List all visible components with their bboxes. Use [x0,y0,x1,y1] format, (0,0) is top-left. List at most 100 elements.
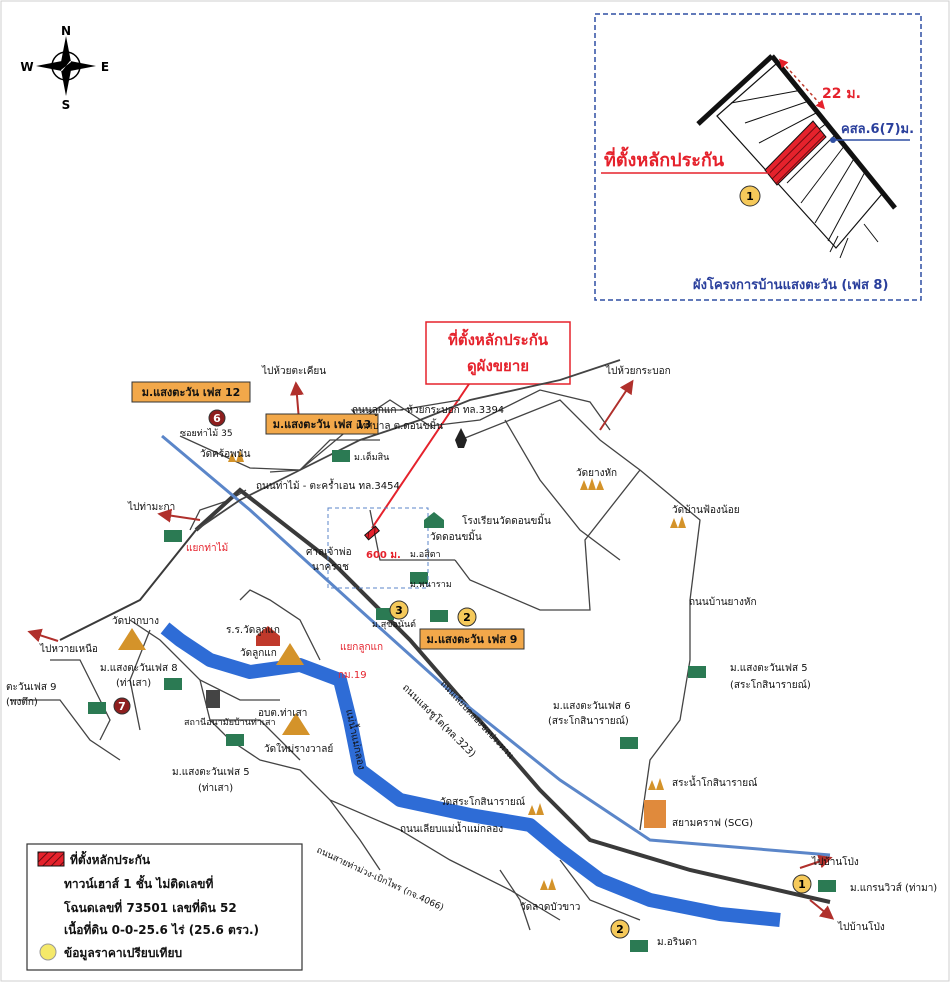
label-yaek-lukkae: แยกลูกแก [340,642,383,653]
marker-3: 3 [389,600,409,620]
school-icon [424,512,444,528]
label-road-3394: ถนนลูกแก - ห้วยกระบอก ทล.3394 [352,404,504,416]
temple-icons [118,450,686,890]
label-phase6-1: ม.แสงตะวันเฟส 6 [553,701,631,712]
svg-text:3: 3 [395,604,403,617]
legend-l3: โฉนดเลขที่ 73501 เลขที่ดิน 52 [63,899,237,915]
collateral-map-marker [364,525,380,541]
marker-6: 6 [208,409,226,427]
label-phase8-2: (ท่าเสา) [116,678,151,689]
label-phase9w-2: (พงตึก) [6,696,38,708]
legend-l5: ข้อมูลราคาเปรียบเทียบ [64,946,182,961]
svg-text:ม.แสงตะวัน เฟส 12: ม.แสงตะวัน เฟส 12 [142,386,241,399]
label-phase5e-2: (สระโกสินารายณ์) [730,678,811,691]
project-phase13: ม.แสงตะวัน เฟส 13 [265,413,379,435]
legend-hatch-swatch [37,851,65,867]
legend-l4: เนื้อที่ดิน 0-0-25.6 ไร่ (25.6 ตรว.) [64,920,259,937]
label-wat-mai: วัดใหม่รางวาลย์ [264,743,333,755]
legend-l2: ทาวน์เฮาส์ 1 ชั้น ไม่ติดเลขที่ [64,874,213,891]
dest-wai-nuea: ไปหวายเหนือ [39,643,98,655]
inset-plan: 22 ม. คสล.6(7)ม. ที่ตั้งหลักประกัน 1 ผัง… [594,13,922,301]
inset-project-label: ผังโครงการบ้านแสงตะวัน (เฟส 8) [693,276,888,293]
school-lukkae-icon [256,626,280,646]
label-m-asita: ม.อสิตา [410,549,441,560]
label-phase5w-1: ม.แสงตะวันเฟส 5 [172,767,250,778]
inset-road: คสล.6(7)ม. [841,122,914,137]
label-phase6-2: (สระโกสินารายณ์) [548,714,629,727]
label-wat-paknang: วัดปากบาง [112,616,159,627]
label-m-arin: ม.อรินดา [657,937,697,948]
label-station: สถานีอนามัยบ้านท่าเสา [184,717,276,728]
callout-line1: ที่ตั้งหลักประกัน [448,328,549,349]
legend: ที่ตั้งหลักประกัน ทาวน์เฮาส์ 1 ชั้น ไม่ต… [26,843,303,971]
dest-huai-krabok: ไปห้วยกระบอก [605,365,671,377]
zoom-area [327,507,429,589]
collateral-plot [764,120,827,186]
marker-2-phase9: 2 [457,607,477,627]
label-wat-khrop: วัดคร้อพนัน [200,448,251,460]
legend-circle-swatch [39,943,57,961]
label-phase5w-2: (ท่าเสา) [198,783,233,794]
river [160,622,781,927]
inset-collateral-label: ที่ตั้งหลักประกัน [604,146,725,171]
label-school-lukkae: ร.ร.วัดลูกแก [226,625,280,636]
compass-rose-icon: N S E W [20,24,109,112]
label-siam: สยามคราฟ (SCG) [672,818,753,829]
label-phase8-1: ม.แสงตะวันเฟส 8 [100,663,178,674]
compass-w: W [20,60,33,74]
svg-text:2: 2 [616,923,624,936]
label-yaek-thamai: แยกท่าไม้ [186,542,228,554]
project-phase12: ม.แสงตะวัน เฟส 12 [131,381,251,403]
compass-n: N [61,24,71,38]
secondary-roads [10,389,701,931]
label-shrine-1: ศาลเจ้าพ่อ [306,546,352,558]
label-road-river: ถนนเลียบแม่น้ำแม่กลอง [400,821,503,835]
dest-tha-maka: ไปท่ามะกา [127,501,175,513]
label-wat-lat: วัดลาดบัวขาว [520,902,580,913]
label-km19: กม.19 [338,670,367,681]
collateral-callout: ที่ตั้งหลักประกัน ดูผังขยาย [371,321,571,529]
village-icons [88,450,836,952]
label-school: โรงเรียนวัดดอนขมิ้น [462,513,551,527]
highway-323 [194,487,831,904]
label-shrine-2: นาคราช [312,562,349,573]
label-wat-pong: วัดบ้านฟ้องน้อย [672,504,740,516]
label-m-grand: ม.แกรนวิวส์ (ท่ามา) [850,882,937,894]
svg-text:7: 7 [118,700,126,713]
label-dist-600: 600 ม. [366,550,401,561]
label-road-yanghak: ถนนบ้านยางหัก [689,596,757,608]
label-soi: ซอยท่าไม้ 35 [180,428,233,439]
marker-2-arin: 2 [610,919,630,939]
svg-text:ม.แสงตะวัน เฟส 13: ม.แสงตะวัน เฟส 13 [273,418,372,431]
label-obt: อบต.ท่าเสา [258,708,307,719]
label-wat-sra: วัดสระโกสินารายณ์ [440,795,525,808]
dest-huai-takhian: ไปห้วยตะเคียน [261,365,326,377]
inset-marker: 1 [746,190,754,203]
road-west [59,529,197,641]
label-municipality: เทศบาล ต.ดอนขมิ้น [356,418,443,432]
station-icon [206,690,220,708]
label-sra-kosin: สระน้ำโกสินารายณ์ [672,775,757,789]
inset-distance: 22 ม. [822,86,861,102]
svg-text:1: 1 [798,878,806,891]
dest-ban-pong-1: ไปบ้านโป่ง [811,855,859,868]
label-wat-don: วัดดอนขมิ้น [430,529,482,543]
municipality-icon [455,428,467,448]
label-wat-yang: วัดยางหัก [576,468,617,479]
label-m-suk: ม.สุขอนันต์ [372,618,416,630]
road-3454 [195,359,621,531]
dest-ban-pong-2: ไปบ้านโป่ง [837,920,885,933]
compass-e: E [101,60,109,74]
svg-text:6: 6 [213,412,221,425]
label-phase5e-1: ม.แสงตะวันเฟส 5 [730,663,808,674]
project-phase9: ม.แสงตะวัน เฟส 9 [419,628,525,650]
compass-s: S [62,98,71,112]
callout-line2: ดูผังขยาย [467,357,529,376]
svg-text:ม.แสงตะวัน เฟส 9: ม.แสงตะวัน เฟส 9 [427,633,518,646]
label-wat-lukkae: วัดลูกแก [240,648,277,659]
marker-1-grand: 1 [792,874,812,894]
label-phase9w-1: ตะวันเฟส 9 [6,682,56,693]
siam-kraft-icon [644,800,666,828]
svg-text:2: 2 [463,611,471,624]
